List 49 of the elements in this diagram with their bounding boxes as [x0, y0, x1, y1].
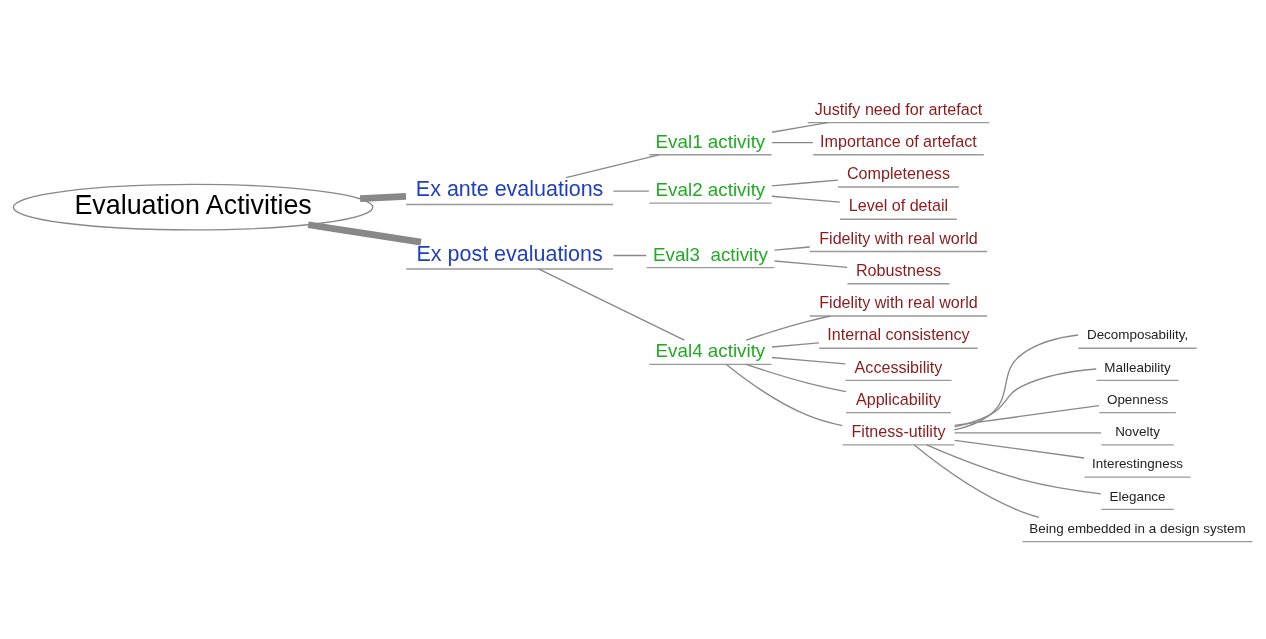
connector — [307, 220, 422, 245]
node-text: Elegance — [1109, 488, 1166, 504]
connector — [953, 333, 1079, 431]
node-text: Being embedded in a design system — [1029, 520, 1246, 536]
node-text: Ex ante evaluations — [415, 176, 604, 201]
node-text: Eval4 activity — [655, 339, 766, 361]
connector — [771, 178, 839, 186]
connector — [745, 314, 832, 341]
node-text: Eval2 activity — [655, 178, 766, 200]
connector — [612, 254, 647, 256]
connector — [725, 363, 843, 426]
node-text: Accessibility — [854, 357, 943, 376]
node-text: Level of detail — [848, 195, 949, 214]
node-text: Eval3 activity — [652, 243, 768, 264]
connector — [773, 259, 848, 268]
connector — [359, 192, 407, 202]
node-text: Novelty — [1115, 423, 1160, 439]
node-text: Decomposability, — [1086, 326, 1189, 342]
connector — [745, 363, 847, 392]
connector — [537, 267, 685, 341]
node-text: Ex post evaluations — [416, 241, 603, 266]
node-text: Eval1 activity — [655, 130, 766, 152]
connector — [773, 245, 811, 251]
node-text: Interestingness — [1092, 455, 1184, 471]
node-ellipse: Evaluation Activities — [12, 183, 374, 231]
node-text: Importance of artefact — [820, 131, 977, 150]
connector — [954, 367, 1097, 427]
node-text: Applicability — [855, 389, 942, 408]
node-text: Internal consistency — [827, 324, 970, 343]
connector — [565, 153, 660, 178]
connector — [771, 195, 841, 203]
connector — [771, 141, 814, 143]
connector — [954, 431, 1102, 433]
connector — [954, 404, 1100, 426]
connector — [771, 121, 829, 133]
node-text: Robustness — [855, 260, 942, 279]
connector — [954, 439, 1085, 459]
connector — [771, 341, 820, 348]
node-text: Completeness — [846, 163, 950, 182]
node-text: Openness — [1106, 391, 1169, 407]
node-text: Fidelity with real world — [819, 228, 978, 247]
connector — [913, 443, 1040, 518]
connector — [612, 189, 650, 192]
node-text: Fitness-utility — [851, 421, 946, 440]
connector — [771, 356, 846, 365]
connector — [925, 443, 1102, 495]
node-text: Justify need for artefact — [814, 99, 983, 118]
node-text: Fidelity with real world — [819, 292, 978, 311]
node-text: Malleability — [1104, 359, 1171, 375]
